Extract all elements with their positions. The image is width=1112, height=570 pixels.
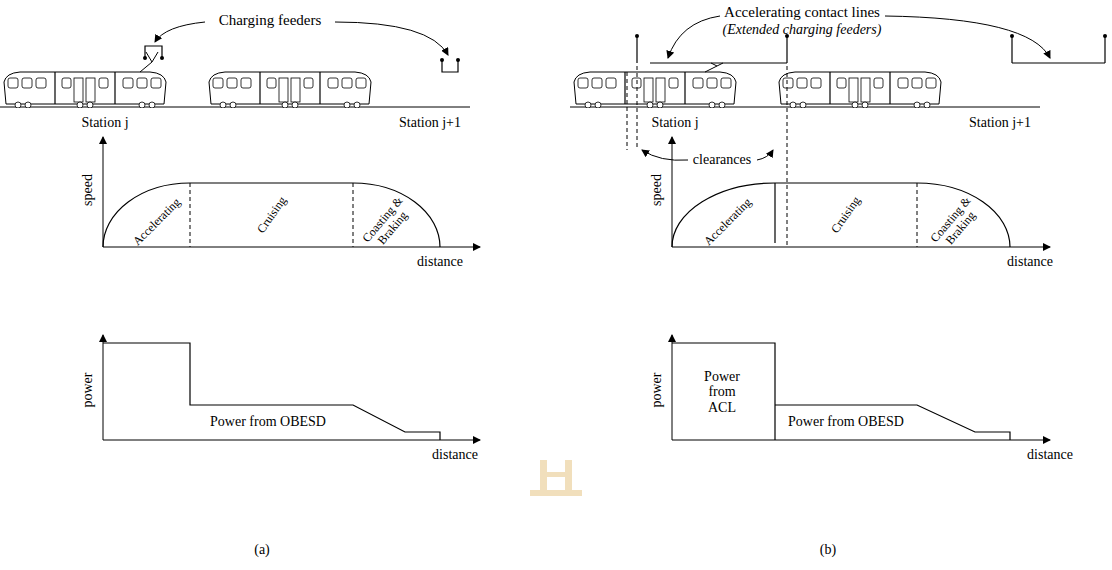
axis-label: power	[649, 373, 664, 408]
region-label: Power from OBESD	[788, 414, 904, 429]
callout-label: clearances	[693, 152, 751, 167]
panel-caption: (b)	[820, 542, 836, 557]
region-label: Power from ACL	[696, 369, 748, 415]
callout-label: Charging feeders	[219, 12, 322, 29]
phase-label: Coasting & Braking	[359, 193, 418, 256]
phase-label: Coasting & Braking	[927, 193, 986, 256]
station-label: Station j	[651, 115, 698, 130]
station-label: Station j	[81, 115, 128, 130]
axis-label: distance	[432, 447, 478, 462]
axis-label: power	[80, 373, 95, 408]
panel-b-power-plot	[672, 335, 1050, 440]
region-label: Power from OBESD	[210, 414, 326, 429]
callout-label: Accelerating contact lines	[724, 4, 880, 21]
axis-label: speed	[80, 174, 95, 206]
watermark-logo	[530, 460, 582, 496]
axis-label: distance	[1027, 447, 1073, 462]
phase-label: Cruising	[829, 194, 864, 235]
panel-a-speed-plot	[103, 137, 480, 247]
station-label: Station j+1	[969, 115, 1031, 130]
panel-b-track	[570, 16, 1107, 247]
panel-a-power-plot	[103, 335, 480, 440]
axis-label: distance	[1007, 254, 1053, 269]
axis-label: distance	[417, 254, 463, 269]
phase-label: Cruising	[255, 194, 290, 235]
station-label: Station j+1	[399, 115, 461, 130]
phase-label: Accelerating	[702, 196, 755, 249]
panel-a-track	[0, 22, 470, 108]
axis-label: speed	[649, 174, 664, 206]
callout-label: (Extended charging feeders)	[723, 22, 882, 37]
panel-caption: (a)	[254, 542, 270, 557]
phase-label: Accelerating	[131, 196, 184, 249]
